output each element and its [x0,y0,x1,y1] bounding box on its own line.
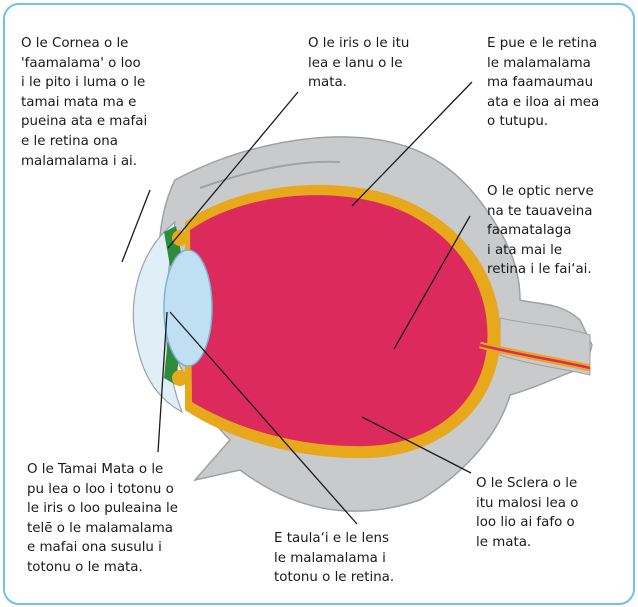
lens [163,249,213,367]
leader-lines [121,81,473,525]
leader-retina [351,81,473,207]
ciliary-lower [172,370,188,386]
optic-nerve-core [479,343,591,370]
optic-nerve-label: O le optic nerve na te tauaveina faamata… [487,184,594,278]
leader-pupil [157,311,168,453]
retina [190,195,488,447]
lens-label: E taula‘i e le lens le malamalama i toto… [274,531,395,586]
leader-cornea [121,189,151,263]
ciliary-upper [172,230,188,246]
retina-label: E pue e le retina le malamalama ma faama… [487,36,600,130]
pupil-label: O le Tamai Mata o le pu lea o loo i toto… [27,462,178,575]
leader-iris [167,91,299,249]
leader-optic-nerve [393,215,471,350]
leader-sclera [361,416,472,474]
iris-label: O le iris o le itu lea e lanu o le mata. [308,36,410,91]
cornea-label: O le Cornea o le 'faamalama' o loo i le … [21,36,148,169]
sclera-ridge [199,160,341,189]
sclera-label: O le Sclera o le itu malosi lea o loo li… [476,476,579,550]
leader-lens [169,311,358,525]
